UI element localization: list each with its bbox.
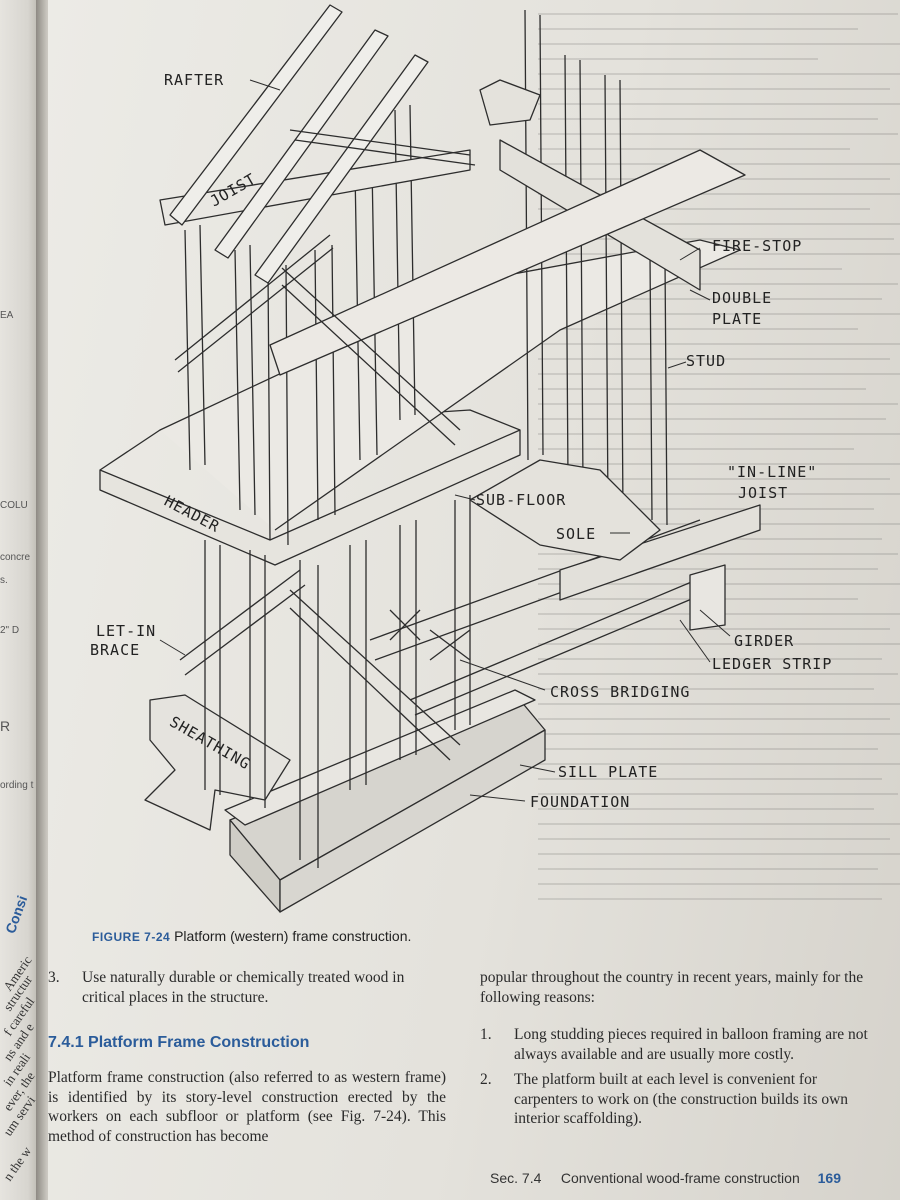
left-page-fragment: ording t xyxy=(0,780,34,791)
list-item: 3. Use naturally durable or chemically t… xyxy=(48,968,448,1007)
label-cross-bridging: CROSS BRIDGING xyxy=(550,683,691,701)
left-page-fragment: concre xyxy=(0,552,31,563)
platform-frame-illustration xyxy=(99,4,761,913)
body-paragraph: popular throughout the country in recent… xyxy=(480,969,864,1006)
label-double-plate-line2: PLATE xyxy=(712,310,763,328)
list-item: 1. Long studding pieces required in ball… xyxy=(480,1025,882,1064)
label-let-in-brace-line2: BRACE xyxy=(90,641,141,659)
label-let-in-brace-line1: LET-IN xyxy=(96,622,157,640)
right-column: popular throughout the country in recent… xyxy=(480,968,882,1129)
label-fire-stop: FIRE-STOP xyxy=(712,237,803,255)
left-page-fragment: COLU xyxy=(0,500,28,511)
label-foundation: FOUNDATION xyxy=(530,793,631,811)
left-column-paragraph: Platform frame construction (also referr… xyxy=(48,1068,446,1146)
figure-caption: FIGURE 7-24 Platform (western) frame con… xyxy=(92,928,411,944)
left-column-list: 3. Use naturally durable or chemically t… xyxy=(48,968,448,1007)
page-number: 169 xyxy=(817,1170,841,1186)
left-page-fragment: s. xyxy=(0,575,8,586)
label-inline-joist-line2: JOIST xyxy=(738,484,789,502)
figure-number: FIGURE 7-24 xyxy=(92,930,171,944)
list-item-text: Use naturally durable or chemically trea… xyxy=(82,969,405,1006)
left-page-fragment: Consi xyxy=(2,893,31,936)
list-item-text: The platform built at each level is conv… xyxy=(514,1071,849,1127)
list-item-text: Long studding pieces required in balloon… xyxy=(514,1026,868,1063)
label-rafter: RAFTER xyxy=(164,71,225,89)
label-double-plate-line1: DOUBLE xyxy=(712,289,773,307)
label-ledger-strip: LEDGER STRIP xyxy=(712,655,833,673)
page-footer: Sec. 7.4 Conventional wood-frame constru… xyxy=(490,1170,841,1186)
label-girder: GIRDER xyxy=(734,632,795,650)
footer-title: Conventional wood-frame construction xyxy=(560,1170,800,1186)
label-stud: STUD xyxy=(686,352,727,370)
left-page-fragment: EA xyxy=(0,310,14,321)
label-sill-plate: SILL PLATE xyxy=(558,763,659,781)
left-page-fragment: n the w xyxy=(0,1143,35,1184)
list-item-number: 2. xyxy=(480,1071,492,1088)
label-sole: SOLE xyxy=(556,525,597,543)
left-page-fragment: R xyxy=(0,718,11,734)
footer-section: Sec. 7.4 xyxy=(490,1170,542,1186)
section-heading: 7.4.1 Platform Frame Construction xyxy=(48,1034,310,1051)
body-paragraph: Platform frame construction (also referr… xyxy=(48,1069,446,1145)
list-item-number: 1. xyxy=(480,1026,492,1043)
figure-caption-text: Platform (western) frame construction. xyxy=(174,928,412,944)
list-item: 2. The platform built at each level is c… xyxy=(480,1070,882,1129)
left-page-fragment: 2" D xyxy=(0,625,20,636)
label-sub-floor: SUB-FLOOR xyxy=(476,491,567,509)
previous-page-edge: EA COLU concre s. 2" D R ording t Consi … xyxy=(0,0,40,1200)
list-item-number: 3. xyxy=(48,969,60,986)
label-inline-joist-line1: "IN-LINE" xyxy=(727,463,818,481)
